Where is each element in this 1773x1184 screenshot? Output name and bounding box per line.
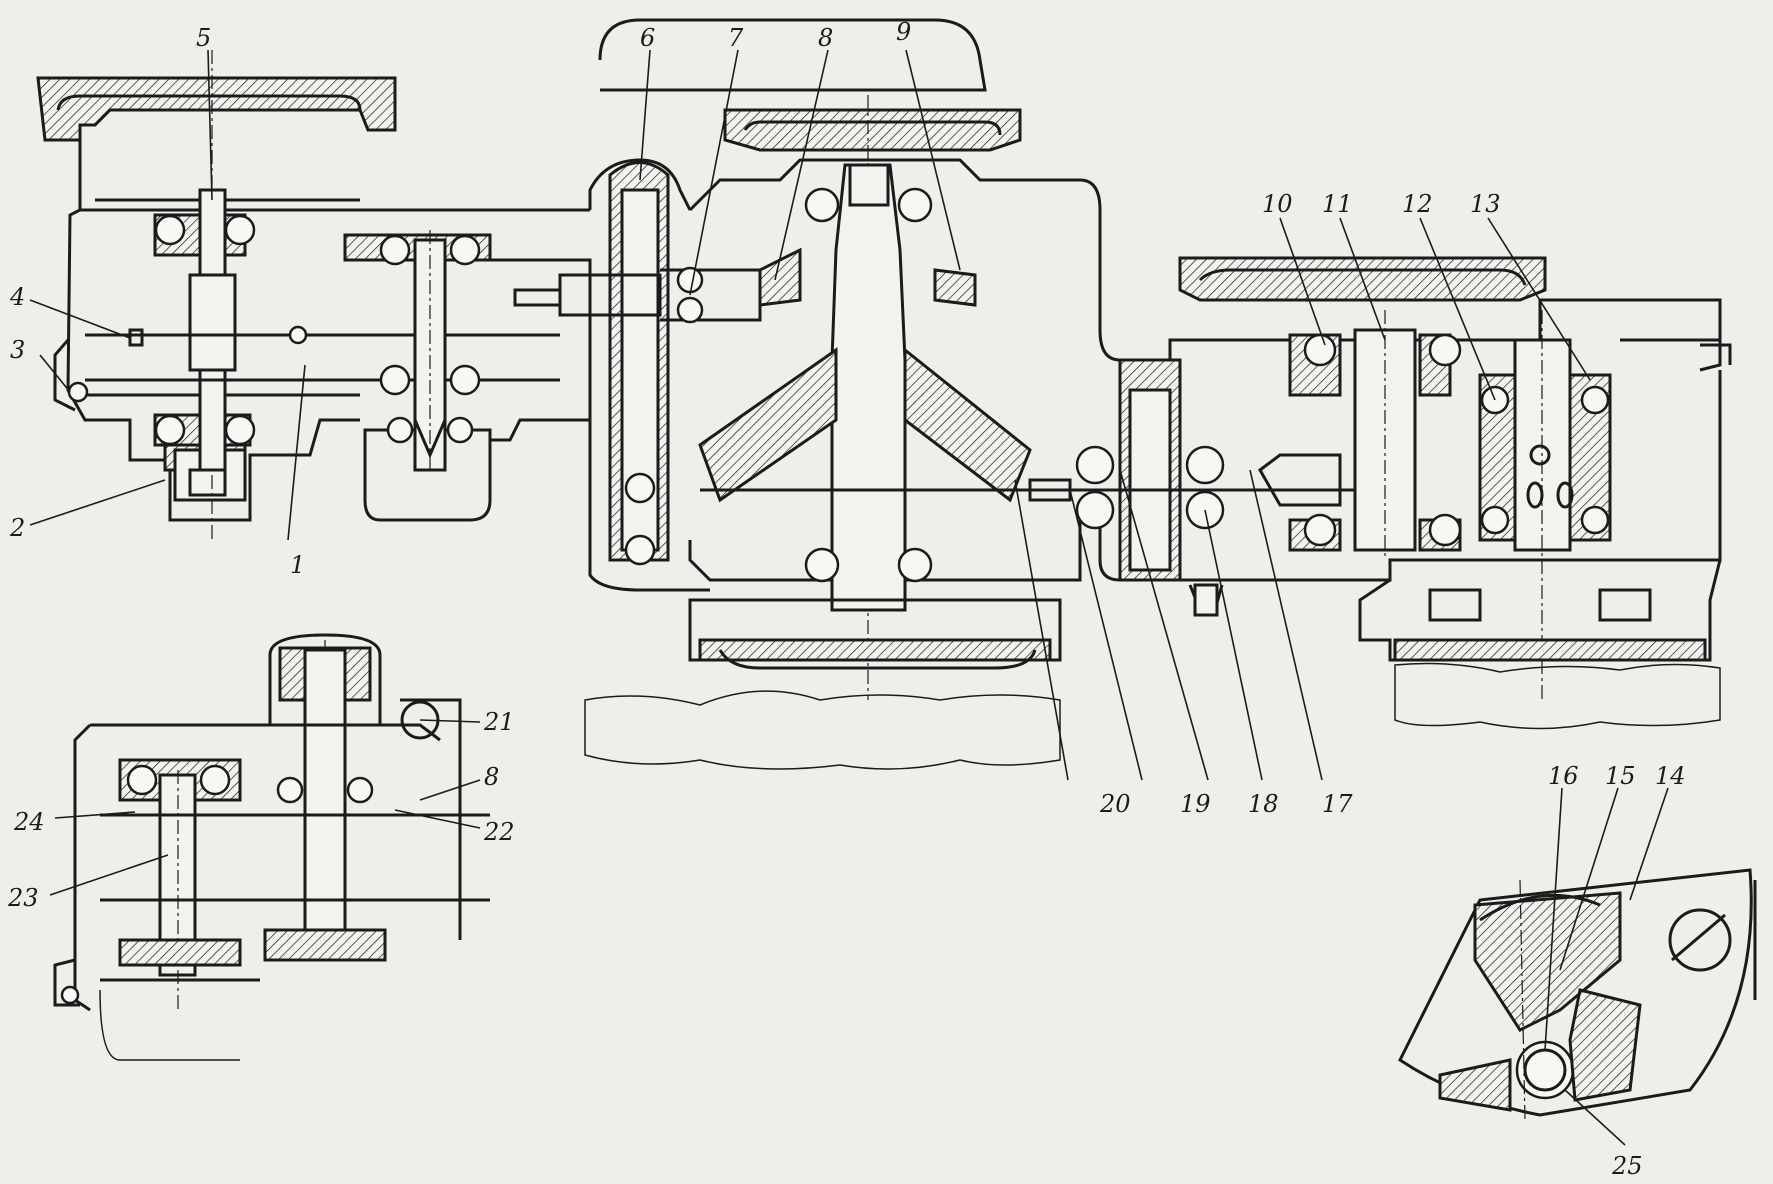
callout-24: 24 (13, 808, 45, 836)
lower-right-detail-section (1398, 868, 1757, 1121)
callout-3: 3 (10, 336, 25, 364)
callout-labels: 1 2 3 4 5 6 7 8 9 10 11 12 13 14 15 16 1… (7, 18, 1686, 1180)
callout-17: 17 (1322, 790, 1353, 818)
callout-6: 6 (640, 24, 655, 52)
callout-19: 19 (1180, 790, 1211, 818)
callout-5: 5 (196, 24, 211, 52)
callout-1: 1 (290, 551, 305, 579)
callout-16: 16 (1548, 762, 1579, 790)
callout-13: 13 (1470, 190, 1501, 218)
callout-2: 2 (9, 514, 25, 542)
callout-4: 4 (9, 283, 25, 311)
callout-18: 18 (1248, 790, 1279, 818)
left-gear-housing (36, 50, 592, 540)
callout-20: 20 (1099, 790, 1131, 818)
callout-12: 12 (1402, 190, 1433, 218)
callout-9: 9 (896, 18, 911, 46)
leader-lines (29, 49, 1669, 1146)
callout-14: 14 (1655, 762, 1686, 790)
callout-10: 10 (1262, 190, 1293, 218)
right-gear-housing (1028, 256, 1732, 730)
central-bevel-housing (513, 18, 1102, 770)
callout-21: 21 (483, 708, 515, 736)
lower-left-detail-section (53, 633, 490, 1061)
callout-8: 8 (818, 24, 833, 52)
callout-11: 11 (1322, 190, 1353, 218)
callout-15: 15 (1605, 762, 1636, 790)
callout-22: 22 (483, 818, 515, 846)
callout-23: 23 (7, 884, 39, 912)
callout-8-detail: 8 (484, 763, 499, 791)
callout-25: 25 (1611, 1152, 1643, 1180)
callout-7: 7 (728, 24, 744, 52)
